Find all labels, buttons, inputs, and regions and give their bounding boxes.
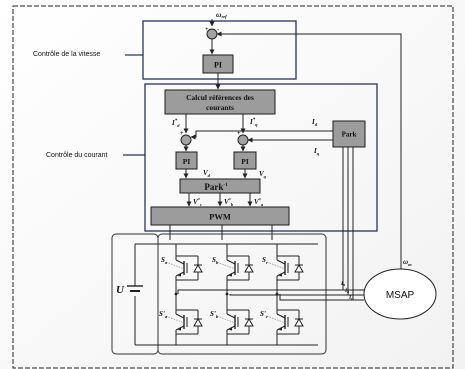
ic-label: Ic	[348, 295, 353, 301]
vb-ref-label: V*b	[224, 197, 234, 207]
switch-sc-upper-emitter-arrow	[279, 273, 282, 277]
speed-control-label: Contrôle de la vitesse	[33, 51, 100, 58]
id-ref-label: I*d	[171, 119, 180, 128]
phase-b-line	[229, 294, 364, 296]
current-refs-block	[164, 89, 276, 115]
park-block	[332, 120, 366, 148]
pwm-label: PWM	[209, 212, 231, 222]
pi-d-label: PI	[183, 157, 191, 166]
speed-control-frame	[142, 20, 297, 80]
switch-sb-low-label: S'b	[210, 310, 219, 319]
ia-label: Ia	[340, 281, 345, 287]
vd-label: Vd	[203, 169, 211, 178]
park-label: Park	[342, 131, 357, 139]
switch-sc-lower-emitter-arrow	[279, 327, 282, 331]
current-control-label: Contrôle du courant	[46, 152, 108, 159]
switch-sb-label: Sb	[212, 256, 219, 265]
iq-ref-label: I*q	[249, 118, 258, 127]
d-sum-plus: +	[180, 131, 184, 137]
switch-sb-lower-gate-drive	[216, 315, 239, 325]
switch-sb-upper-diode-symbol	[244, 263, 254, 273]
switch-sc-label: Sc	[262, 256, 268, 265]
switch-sc-upper-gate-drive	[266, 261, 289, 271]
vc-ref-label: V*c	[193, 197, 202, 207]
speed-sum-plus: +	[205, 27, 209, 33]
vq-label: Vq	[259, 170, 267, 179]
pi-speed-label: PI	[214, 61, 222, 70]
speed-meas-label: ωm	[403, 258, 412, 267]
current-refs-label-2: courants	[206, 103, 234, 112]
switch-sa-lower-gate-drive	[165, 315, 188, 325]
switch-sa-upper-gate-drive	[165, 261, 188, 271]
switch-sc-upper-diode-symbol	[294, 263, 304, 273]
speed-sum-minus: -	[217, 27, 220, 34]
outer-dashed-frame	[12, 5, 454, 369]
current-refs-label-1: Calcul références des	[186, 93, 254, 102]
dc-voltage-label: U	[116, 284, 125, 296]
id-meas-label: Id	[311, 118, 318, 127]
msap-label: MSAP	[386, 290, 415, 301]
speed-ref-label: ωref	[216, 10, 227, 19]
switch-sa-label: Sa	[161, 256, 168, 265]
switch-sa-upper-collector	[175, 259, 185, 265]
va-ref-label: V*a	[254, 197, 264, 207]
inverter-frame	[157, 233, 327, 355]
switch-sb-lower-diode-symbol	[244, 317, 254, 327]
ib-label: Ib	[344, 288, 349, 294]
park-inverse-label: Park-1	[204, 182, 228, 192]
switch-sa-lower-emitter-arrow	[178, 327, 181, 331]
switch-sb-upper-emitter-arrow	[229, 273, 232, 277]
switch-sa-upper-diode-symbol	[193, 263, 203, 273]
switch-sb-upper-collector	[226, 259, 236, 265]
switch-sc-upper-collector	[276, 259, 286, 265]
switch-sa-lower-diode-symbol	[193, 317, 203, 327]
phase-a-line	[177, 289, 364, 294]
inverter-legs: Sa Sb ScS'a S'b S'c	[159, 244, 304, 345]
switch-sa-lower-collector	[175, 313, 185, 319]
leg-a-midpoint	[174, 292, 178, 296]
switch-sb-upper-gate-drive	[216, 261, 239, 271]
switch-sc-lower-collector	[276, 313, 286, 319]
pwm-block	[150, 206, 290, 226]
q-sum-plus: +	[237, 131, 241, 137]
switch-sa-upper-emitter-arrow	[178, 273, 181, 277]
switch-sc-lower-gate-drive	[266, 315, 289, 325]
iq-meas-label: Iq	[313, 147, 320, 156]
switch-sa-low-label: S'a	[159, 310, 168, 319]
leg-b-midpoint	[225, 292, 229, 296]
phase-c-line	[279, 294, 364, 301]
switch-sb-lower-collector	[226, 313, 236, 319]
switch-sc-low-label: S'c	[260, 310, 268, 319]
switch-sb-lower-emitter-arrow	[229, 327, 232, 331]
wire-speed-feedback	[216, 31, 402, 274]
current-control-frame	[144, 83, 378, 232]
wire-id-feedback	[190, 130, 333, 140]
pi-q-label: PI	[241, 157, 249, 166]
msap-motor	[363, 268, 437, 320]
switch-sc-lower-diode-symbol	[294, 317, 304, 327]
